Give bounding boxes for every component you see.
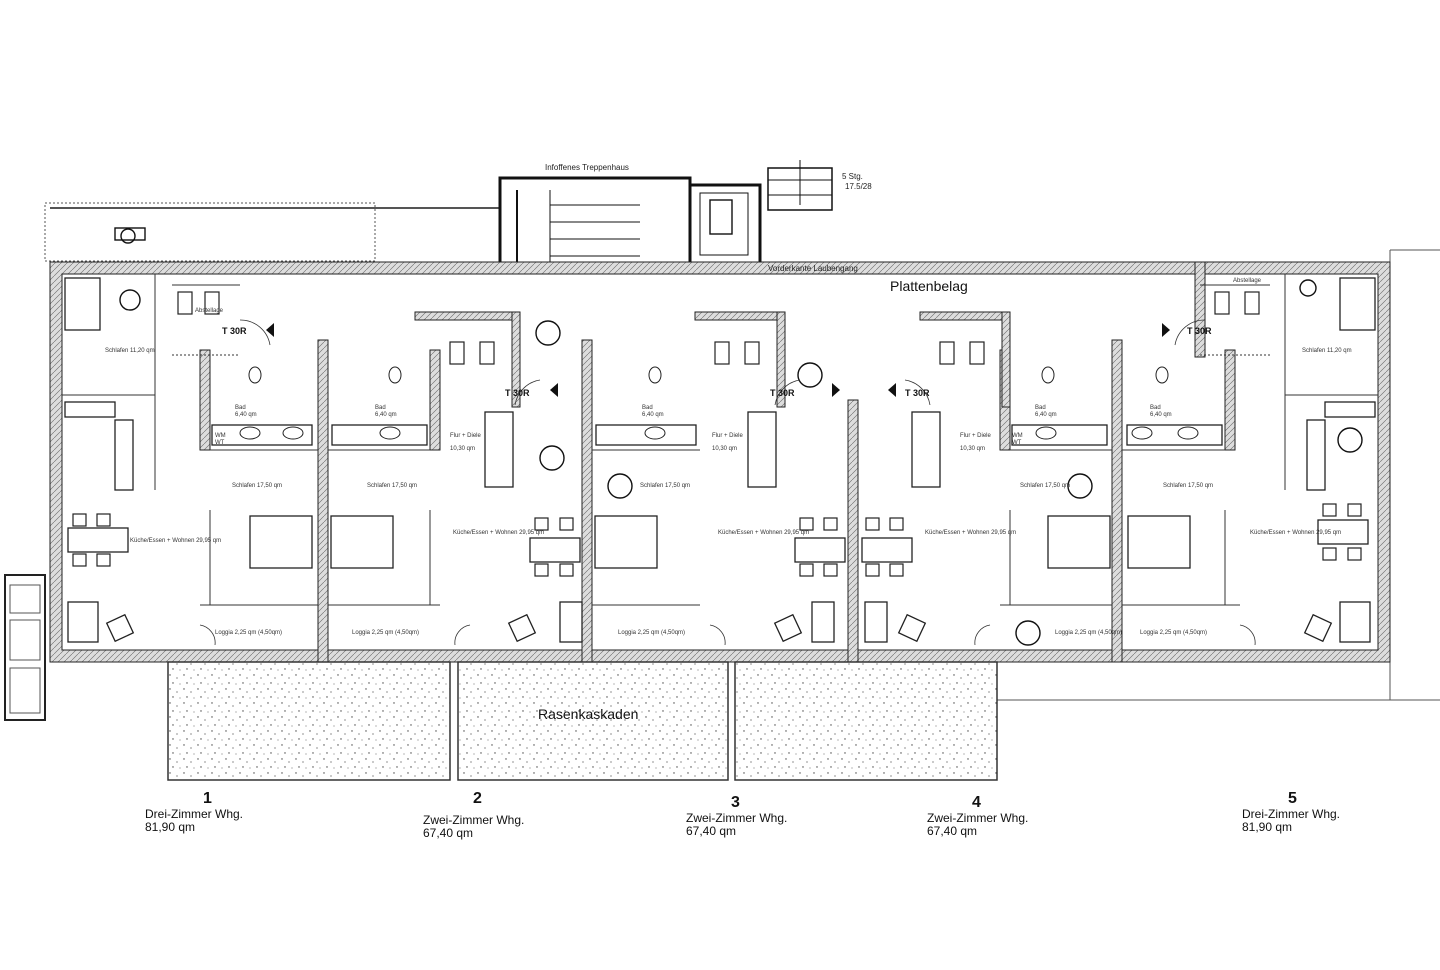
room-area: 6,40 qm xyxy=(1035,412,1057,418)
chairs xyxy=(72,291,1362,577)
wm-label: WM xyxy=(215,433,226,439)
door-tag: T 30R xyxy=(905,388,930,398)
room-area: 6,40 qm xyxy=(375,412,397,418)
staircase-label: Infoffenes Treppenhaus xyxy=(545,163,629,172)
room-label: Bad xyxy=(1150,405,1161,411)
room-label: Küche/Essen + Wohnen 29,95 qm xyxy=(718,530,810,536)
room-label: Schlafen 17,50 qm xyxy=(1163,483,1214,489)
furniture xyxy=(64,277,1376,643)
room-area: 6,40 qm xyxy=(642,412,664,418)
unit-type: Drei-Zimmer Whg. xyxy=(145,807,243,821)
door-tag: T 30R xyxy=(770,388,795,398)
steps-label: 5 Stg. xyxy=(842,172,863,181)
room-label: Loggia 2,25 qm (4,50qm) xyxy=(618,630,686,636)
unit-area: 67,40 qm xyxy=(423,826,474,840)
gallery-edge-label: Vorderkante Laubengang xyxy=(768,264,858,273)
room-label: Bad xyxy=(375,405,386,411)
room-label: Schlafen 11,20 qm xyxy=(1302,348,1352,354)
unit-number: 2 xyxy=(473,790,482,807)
unit-number: 4 xyxy=(972,794,981,811)
unit-area: 81,90 qm xyxy=(1242,820,1293,834)
room-label: Flur + Diele xyxy=(450,433,481,439)
unit-area: 67,40 qm xyxy=(927,824,978,838)
unit-caption: 3 Zwei-Zimmer Whg. 67,40 qm xyxy=(686,794,787,838)
door-arcs xyxy=(199,319,1256,646)
room-label: Loggia 2,25 qm (4,50qm) xyxy=(1140,630,1208,636)
wheelchair-symbols xyxy=(114,199,1363,646)
unit-caption: 5 Drei-Zimmer Whg. 81,90 qm xyxy=(1242,790,1340,834)
bath-fixtures xyxy=(239,366,1199,440)
room-area: 10,30 qm xyxy=(712,446,738,452)
door-tag: T 30R xyxy=(1187,326,1212,336)
room-label: Loggia 2,25 qm (4,50qm) xyxy=(1055,630,1123,636)
unit-number: 3 xyxy=(731,794,740,811)
room-label: Bad xyxy=(1035,405,1046,411)
unit-type: Zwei-Zimmer Whg. xyxy=(927,811,1029,825)
unit-area: 67,40 qm xyxy=(686,824,737,838)
door-arrows xyxy=(266,323,1170,397)
room-label: Abstellage xyxy=(195,308,224,314)
unit-caption: 1 Drei-Zimmer Whg. 81,90 qm xyxy=(145,790,243,834)
room-label: Flur + Diele xyxy=(712,433,743,439)
room-label: Flur + Diele xyxy=(960,433,991,439)
room-label: Abstellage xyxy=(1233,278,1262,284)
unit-number: 5 xyxy=(1288,790,1297,807)
room-lines xyxy=(62,274,1378,606)
staircase xyxy=(498,160,833,268)
wm-label: WM xyxy=(1012,433,1023,439)
unit-type: Drei-Zimmer Whg. xyxy=(1242,807,1340,821)
room-label: Bad xyxy=(642,405,653,411)
wt-label: WT xyxy=(1012,440,1022,446)
wt-label: WT xyxy=(215,440,225,446)
room-label: Küche/Essen + Wohnen 29,95 qm xyxy=(130,538,222,544)
unit-type: Zwei-Zimmer Whg. xyxy=(686,811,788,825)
unit-type: Zwei-Zimmer Whg. xyxy=(423,813,525,827)
room-area: 6,40 qm xyxy=(235,412,257,418)
room-label: Küche/Essen + Wohnen 29,95 qm xyxy=(925,530,1017,536)
room-label: Loggia 2,25 qm (4,50qm) xyxy=(352,630,420,636)
room-label: Schlafen 17,50 qm xyxy=(640,483,691,489)
room-area: 6,40 qm xyxy=(1150,412,1172,418)
unit-caption: 4 Zwei-Zimmer Whg. 67,40 qm xyxy=(927,794,1028,838)
room-label: Schlafen 17,50 qm xyxy=(1020,483,1071,489)
room-label: Küche/Essen + Wohnen 29,95 qm xyxy=(453,530,545,536)
room-label: Schlafen 17,50 qm xyxy=(367,483,418,489)
room-label: Küche/Essen + Wohnen 29,95 qm xyxy=(1250,530,1342,536)
lawn-terraces xyxy=(167,661,998,781)
steps-dim-label: 17.5/28 xyxy=(845,182,872,191)
unit-number: 1 xyxy=(203,790,212,807)
room-label: Schlafen 17,50 qm xyxy=(232,483,283,489)
door-tag: T 30R xyxy=(222,326,247,336)
room-area: 10,30 qm xyxy=(450,446,476,452)
room-area: 10,30 qm xyxy=(960,446,986,452)
unit-area: 81,90 qm xyxy=(145,820,196,834)
room-label: Schlafen 11,20 qm xyxy=(105,348,155,354)
unit-caption: 2 Zwei-Zimmer Whg. 67,40 qm xyxy=(423,790,524,840)
entrance-niches xyxy=(414,261,1206,408)
room-label: Bad xyxy=(235,405,246,411)
lawn-label: Rasenkaskaden xyxy=(538,706,639,722)
door-tag: T 30R xyxy=(505,388,530,398)
room-label: Loggia 2,25 qm (4,50qm) xyxy=(215,630,283,636)
paving-label: Plattenbelag xyxy=(890,278,968,294)
